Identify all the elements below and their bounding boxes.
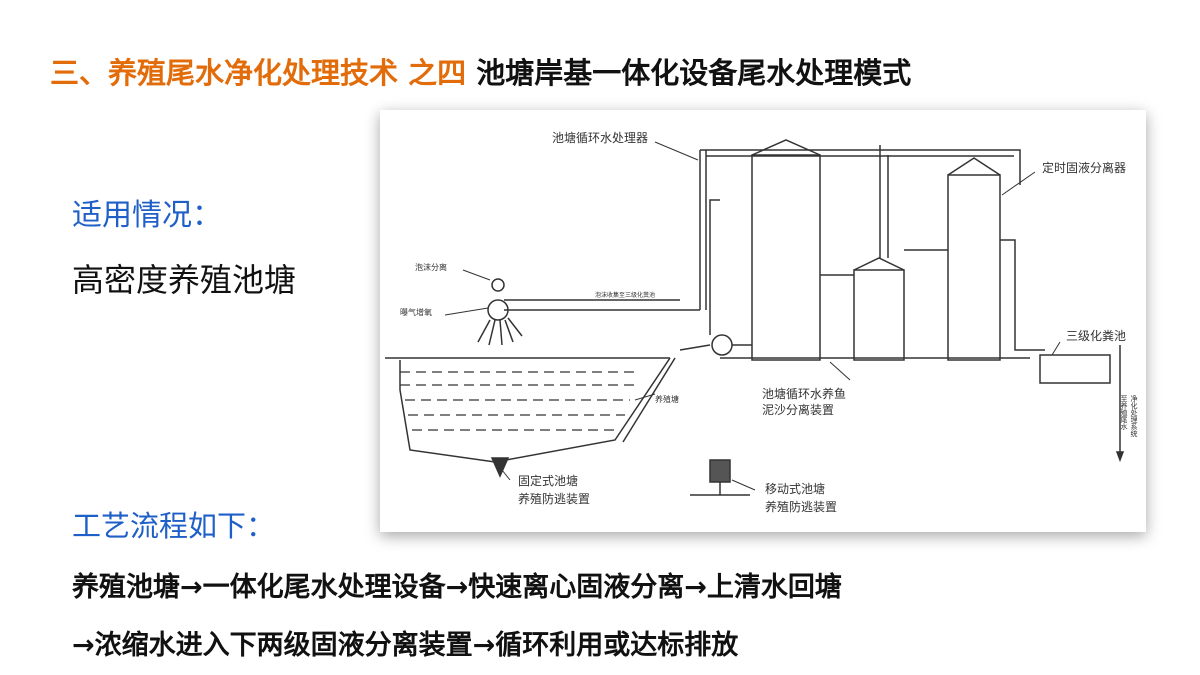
label-separator: 定时固液分离器 xyxy=(1042,160,1126,175)
equipment-diagram: 池塘循环水处理器 定时固液分离器 泡沫分离 曝气增氧 泡沫收集至三级化粪池 三级… xyxy=(380,110,1146,532)
label-fixed-1: 固定式池塘 xyxy=(518,473,578,488)
label-pond: 养殖塘 xyxy=(655,394,679,404)
label-outlet-2: 净化处理系统 xyxy=(1130,394,1138,438)
label-processor: 池塘循环水处理器 xyxy=(552,130,648,145)
label-foam-pipe: 泡沫收集至三级化粪池 xyxy=(595,291,655,299)
process-line-2: →浓缩水进入下两级固液分离装置→循环利用或达标排放 xyxy=(72,630,739,661)
label-mobile-2: 养殖防逃装置 xyxy=(765,499,837,514)
process-line-1: 养殖池塘→一体化尾水处理设备→快速离心固液分离→上清水回塘 xyxy=(72,572,842,603)
label-sediment-1: 池塘循环水养鱼 xyxy=(762,386,846,401)
label-fixed-2: 养殖防逃装置 xyxy=(518,491,590,506)
label-mobile-1: 移动式池塘 xyxy=(765,481,825,496)
label-sediment-2: 泥沙分离装置 xyxy=(762,402,834,417)
applicable-heading: 适用情况： xyxy=(72,198,222,233)
label-aeration: 曝气增氧 xyxy=(400,307,432,317)
process-heading: 工艺流程如下： xyxy=(72,509,276,543)
label-outlet-1: 至养殖尾水 xyxy=(1120,395,1128,430)
label-septic: 三级化粪池 xyxy=(1066,329,1126,343)
applicable-value: 高密度养殖池塘 xyxy=(72,261,297,299)
label-foam: 泡沫分离 xyxy=(415,262,447,272)
slide-title: 三、养殖尾水净化处理技术 之四 池塘岸基一体化设备尾水处理模式 xyxy=(50,56,912,90)
